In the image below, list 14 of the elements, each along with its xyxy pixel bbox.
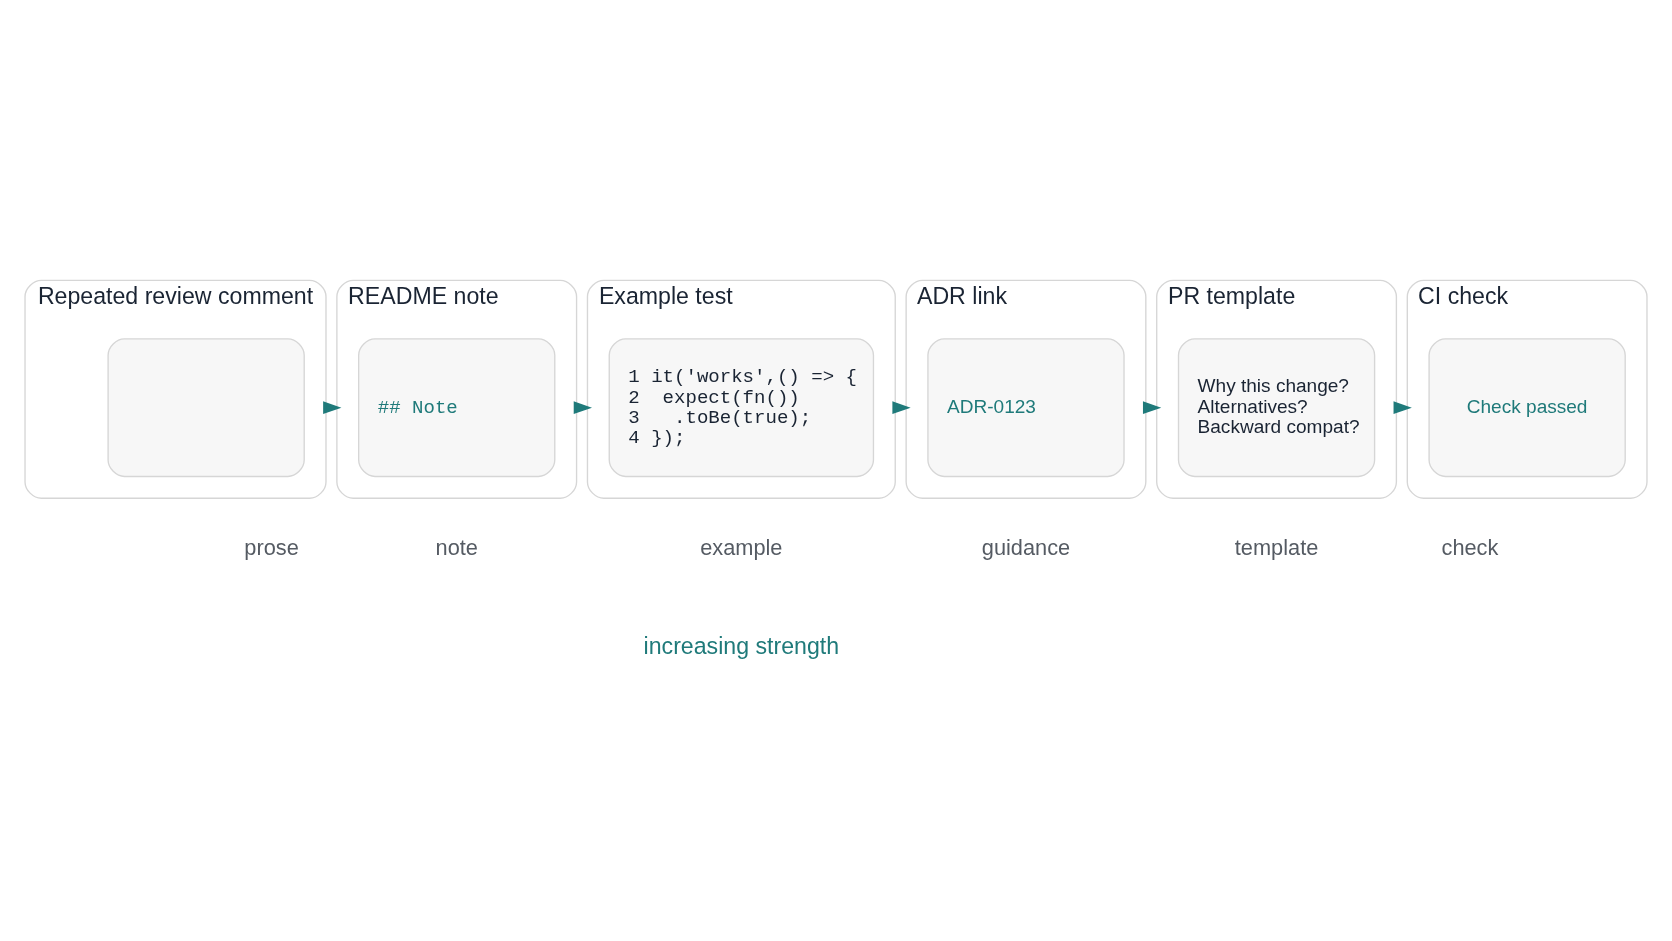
node-box: Why this change? Alternatives? Backward compat? <box>1177 337 1376 477</box>
label: prose <box>244 534 299 560</box>
node-box: 1 it('works',() => { 2 expect(fn()) 3 .toBe(true); 4 }); <box>608 337 875 477</box>
label: guidance <box>981 534 1071 560</box>
label: example <box>700 534 783 560</box>
label: increasing strength <box>643 632 840 659</box>
cluster: Repeated review comment <box>24 279 327 499</box>
label: template <box>1234 534 1319 560</box>
node-box <box>107 337 305 477</box>
node-box: ADR-0123 <box>927 337 1125 477</box>
node-box: Check passed <box>1428 337 1626 477</box>
label: check <box>1441 534 1499 560</box>
node-box: ## Note <box>358 337 556 477</box>
label: note <box>435 534 478 560</box>
